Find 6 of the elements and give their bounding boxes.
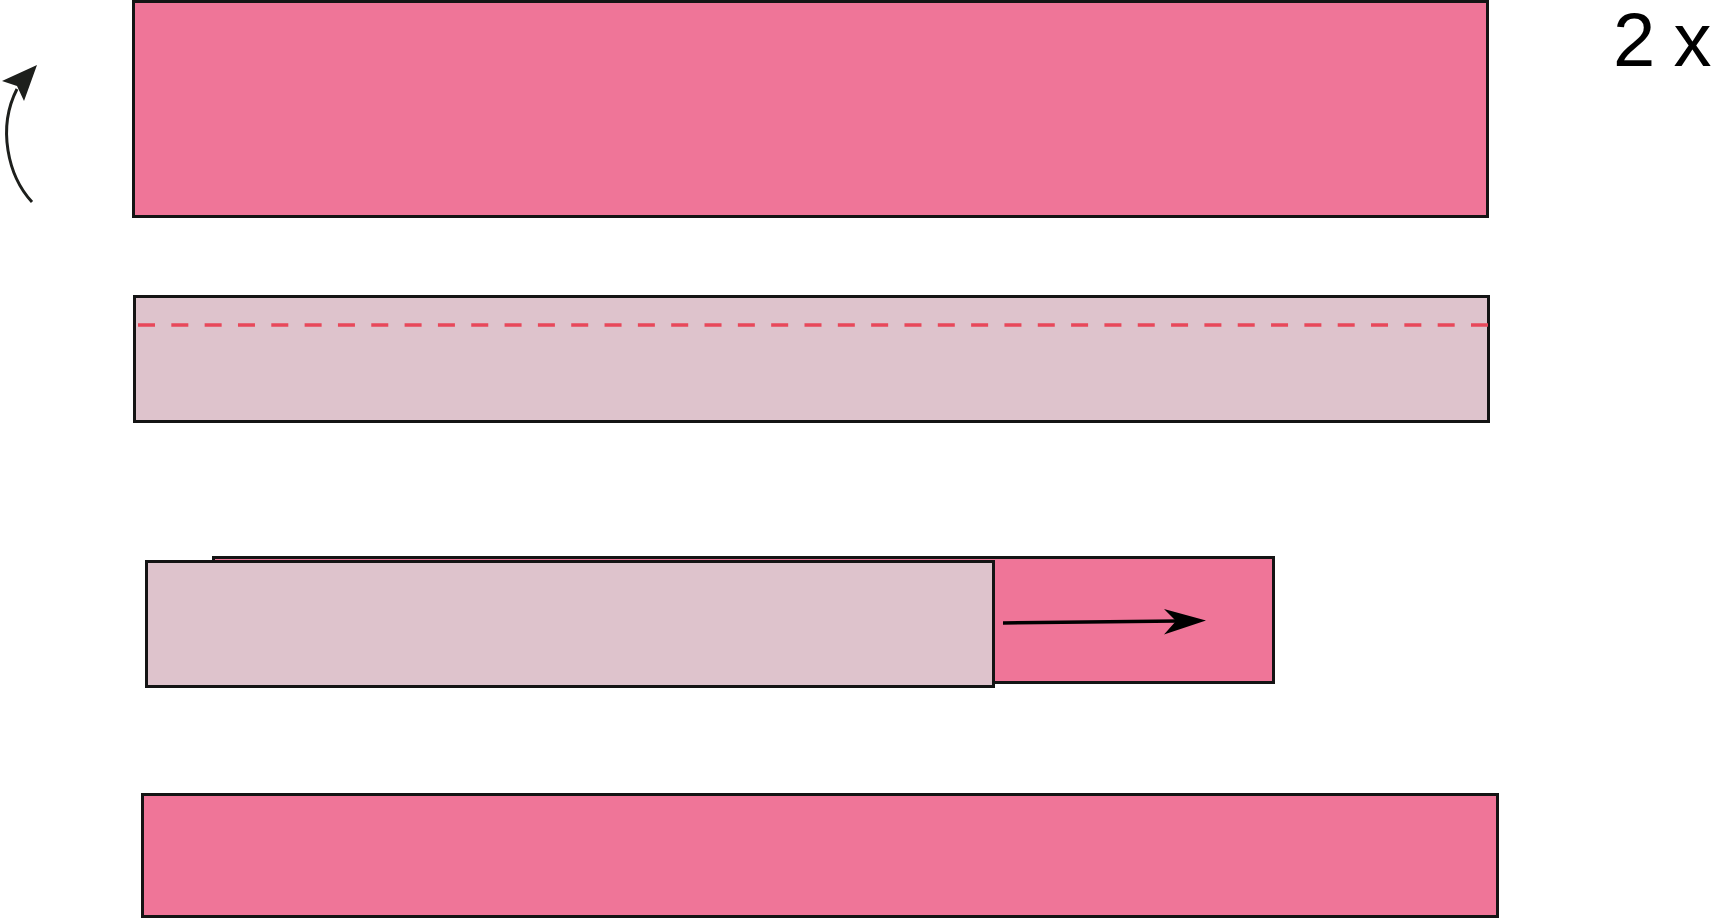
paper-strip — [145, 560, 995, 688]
paper-strip — [141, 793, 1499, 918]
paper-strip — [133, 295, 1490, 423]
paper-strip — [132, 0, 1489, 218]
paper-strip — [995, 556, 1275, 684]
multiplier-label: 2 x — [1613, 2, 1712, 78]
